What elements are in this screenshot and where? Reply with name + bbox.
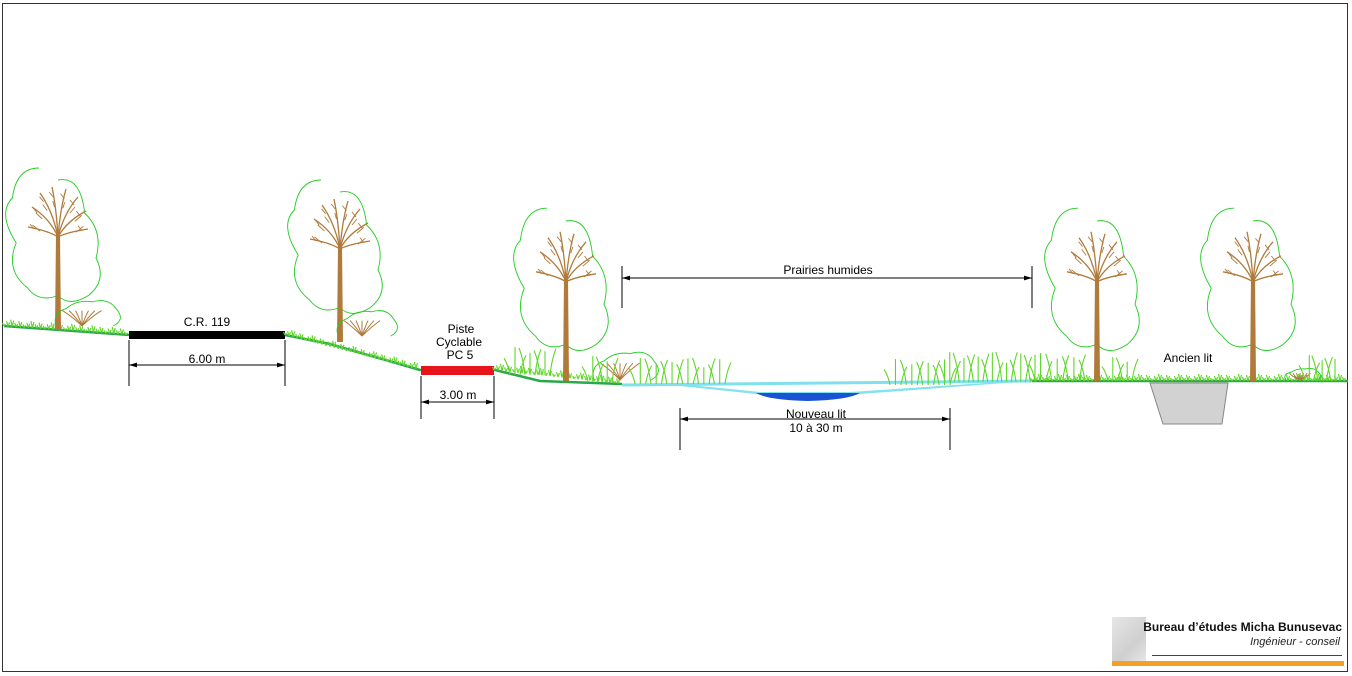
bike-path-width-label: 3.00 m: [440, 388, 477, 402]
bike-path-label-line1: Piste: [448, 322, 475, 336]
bike-path-label-line3: PC 5: [447, 348, 474, 362]
reeds-icon: [503, 347, 557, 376]
reeds-icon: [628, 357, 732, 385]
reeds-icon: [581, 356, 619, 383]
water-deep: [756, 393, 860, 401]
grass-layer: [1, 319, 1347, 384]
company-subtitle: Ingénieur - conseil: [1250, 636, 1340, 648]
tree-icon: [513, 207, 609, 381]
meadows-label: Prairies humides: [783, 263, 872, 277]
bike-path-label-line2: Cyclable: [436, 335, 482, 349]
new-bed-label: Nouveau lit: [786, 407, 847, 421]
title-block: Bureau d’études Micha Bunusevac Ingénieu…: [1112, 615, 1346, 669]
company-name: Bureau d’études Micha Bunusevac: [1143, 620, 1342, 634]
shrub-icon: [54, 300, 121, 327]
reeds-icon: [1298, 355, 1336, 382]
ground-line: [3, 324, 623, 386]
shrubs-layer: [54, 300, 1322, 381]
tree-icon: [5, 167, 101, 330]
title-rule: [1152, 655, 1342, 656]
road-label: C.R. 119: [184, 315, 231, 329]
tree-icon: [287, 179, 383, 342]
road-width-label: 6.00 m: [189, 352, 226, 366]
tree-icon: [1044, 207, 1140, 381]
accent-bar: [1112, 661, 1344, 666]
logo-mark-icon: [1112, 617, 1146, 665]
shrub-icon: [1284, 367, 1322, 381]
reeds-layer: [503, 347, 1336, 386]
water-shallow: [622, 380, 1030, 394]
shrub-icon: [592, 351, 659, 381]
shrub-icon: [336, 310, 398, 337]
reeds-icon: [1101, 357, 1139, 382]
reeds-icon: [883, 359, 957, 386]
tree-icon: [1200, 207, 1296, 381]
dimension-meadows: [621, 266, 1033, 308]
dimension-bike: [420, 376, 495, 419]
old-bed-label: Ancien lit: [1164, 351, 1213, 365]
trees-layer: [5, 167, 1296, 381]
reeds-icon: [938, 351, 1036, 383]
dimension-road: [128, 340, 286, 386]
reeds-icon: [1028, 353, 1086, 382]
bike-path-surface: [421, 366, 494, 375]
road-surface: [129, 331, 285, 339]
dimension-new-bed: [679, 408, 951, 450]
old-bed-trench: [1149, 382, 1229, 425]
new-bed-width-label: 10 à 30 m: [789, 421, 842, 435]
